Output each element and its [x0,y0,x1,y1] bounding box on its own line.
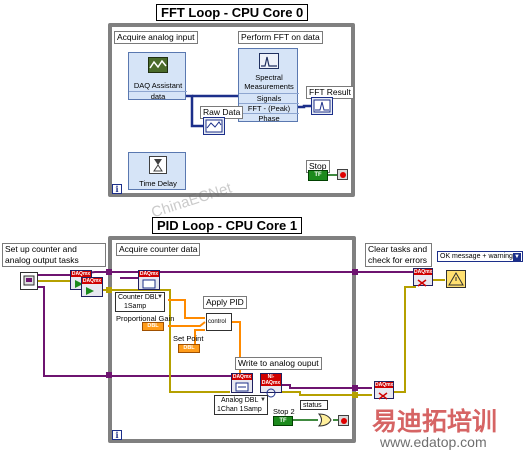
write-analog-output-label: Write to analog ouput [235,357,322,370]
daq-assistant-label: DAQ Assistant [133,81,183,90]
edatop-watermark-url: www.edatop.com [380,434,487,450]
fft-loop-title: FFT Loop - CPU Core 0 [156,4,309,21]
pid-stop-condition-icon[interactable] [338,415,349,426]
spectral-phase-terminal[interactable]: Phase [239,113,299,123]
hourglass-icon [149,156,167,174]
spectral-measurements-vi[interactable]: Spectral Measurements Signals FFT - (Pea… [238,48,299,123]
daqmx-write-vi[interactable]: DAQmx [231,373,253,393]
status-unbundle[interactable]: status [300,400,328,410]
daqmx-clear-vi-2[interactable]: DAQmx [413,268,433,287]
analog-chan-samp-label: 1Chan 1Samp [217,406,262,413]
pid-vi[interactable]: control [206,313,232,331]
daqmx-write-header: DAQmx [232,374,252,380]
set-up-task-icon[interactable] [20,272,38,290]
tunnel-right-top [352,269,358,275]
chevron-down-icon[interactable]: ▼ [260,397,266,403]
or-function-icon[interactable] [317,413,332,427]
chevron-down-icon[interactable]: ▼ [157,294,163,300]
daqmx-header-2: DAQmx [82,278,102,284]
fft-stop-tf-terminal[interactable]: TF [308,170,328,181]
raw-data-graph-icon[interactable] [203,117,225,135]
analog-dbl-label: Analog DBL [221,397,259,404]
daqmx-clear-vi-1[interactable]: DAQmx [374,381,394,400]
daqmx-status-vi[interactable]: NI-DAQmx [260,373,282,398]
proportional-gain-terminal[interactable]: DBL [142,322,164,331]
fft-stop-condition-icon[interactable] [337,169,348,180]
error-message-select[interactable]: OK message + warnings ▼ [437,251,523,262]
acquire-analog-input-label: Acquire analog input [114,31,198,44]
fft-iteration-icon: i [112,184,122,194]
pid-control-label: control [208,319,227,325]
error-wire-b [282,391,372,396]
tunnel-right-mid [352,385,358,391]
daq-assistant-icon [148,57,168,73]
pid-iteration-icon: i [112,430,122,440]
dbl-wire-gain [168,321,206,327]
dbl-wire-counter [168,299,205,319]
time-delay-label: Time Delay [139,179,177,188]
proportional-gain-label: Proportional Gain [116,314,175,323]
daqmx-read-vi[interactable]: DAQmx [138,270,160,290]
daqmx-clear-header-2: DAQmx [414,269,433,275]
chevron-down-icon[interactable]: ▼ [513,253,521,261]
daq-assistant-data-terminal[interactable]: data [129,91,187,101]
set-point-terminal[interactable]: DBL [178,344,200,353]
time-delay-vi[interactable]: Time Delay [128,152,186,190]
analog-dbl-selector[interactable]: Analog DBL 1Chan 1Samp ▼ [214,395,268,415]
spectral-measurements-label: Spectral Measurements [244,73,294,91]
setup-tasks-label: Set up counter and analog output tasks [2,243,106,267]
counter-dbl-label: Counter DBL [118,294,159,301]
tunnel-left-top [106,269,112,275]
edatop-watermark-brand: 易迪拓培训 [372,408,498,436]
daqmx-status-header: NI-DAQmx [261,374,281,386]
task-wire-right [282,384,372,389]
stop2-label: Stop 2 [273,407,295,416]
stop2-tf-terminal[interactable]: TF [273,416,293,426]
fft-data-wire [186,94,203,128]
fft-peak-wire [298,104,311,109]
daqmx-read-header: DAQmx [139,271,159,277]
acquire-counter-label: Acquire counter data [116,243,201,256]
daq-assistant-vi[interactable]: DAQ Assistant data [128,52,187,101]
clear-tasks-label: Clear tasks and check for errors [365,243,432,267]
spectral-signals-terminal[interactable]: Signals [239,93,299,103]
tunnel-left-mid [106,287,112,293]
perform-fft-label: Perform FFT on data [238,31,323,44]
counter-samp-label: 1Samp [124,303,147,310]
spectral-peak-icon [259,53,279,69]
apply-pid-label: Apply PID [203,296,247,309]
daqmx-header: DAQmx [71,271,91,277]
tunnel-right-bot [352,392,358,398]
set-point-label: Set Point [173,334,204,343]
pid-loop-title: PID Loop - CPU Core 1 [152,217,303,234]
simple-error-handler-icon[interactable] [446,270,466,288]
status-label: status [303,402,322,409]
daqmx-start-vi-2[interactable]: DAQmx [81,277,103,297]
daqmx-clear-header: DAQmx [375,382,394,388]
fft-result-graph-icon[interactable] [311,97,333,115]
counter-dbl-selector[interactable]: Counter DBL 1Samp ▼ [115,292,165,312]
tunnel-left-bot [106,372,112,378]
error-message-select-value: OK message + warnings [440,253,517,260]
spectral-fft-peak-terminal[interactable]: FFT - (Peak) [239,103,299,113]
